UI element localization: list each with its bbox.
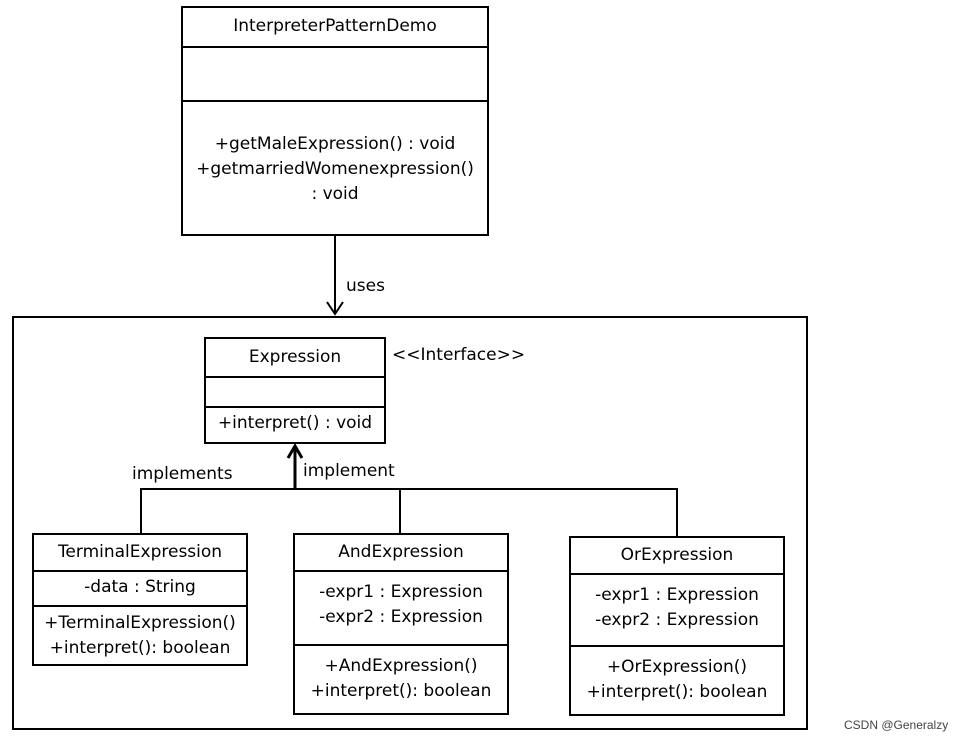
watermark: CSDN @Generalzy	[844, 718, 949, 732]
method-line: +TerminalExpression()	[44, 613, 236, 633]
method-line: +interpret(): boolean	[49, 638, 231, 658]
class-name-section: InterpreterPatternDemo	[183, 8, 487, 46]
class-interpreter-pattern-demo: InterpreterPatternDemo +getMaleExpressio…	[181, 6, 489, 236]
class-name-section: AndExpression	[295, 535, 507, 570]
attributes-section: -expr1 : Expression -expr2 : Expression	[295, 570, 507, 644]
method-line: +interpret() : void	[217, 413, 373, 433]
method-line: +getmarriedWomenexpression()	[196, 159, 474, 179]
method-line: +OrExpression()	[606, 657, 748, 677]
method-line: : void	[311, 184, 359, 204]
attribute-line: -data : String	[84, 577, 196, 597]
implements-label: implements	[132, 464, 233, 484]
attribute-line: -expr1 : Expression	[595, 585, 759, 605]
attributes-section: -data : String	[34, 570, 246, 605]
class-name-section: Expression	[206, 339, 384, 376]
class-name: OrExpression	[620, 545, 734, 565]
attributes-section: -expr1 : Expression -expr2 : Expression	[571, 573, 783, 645]
attributes-section	[206, 376, 384, 406]
class-and-expression: AndExpression -expr1 : Expression -expr2…	[293, 533, 509, 715]
attribute-line: -expr2 : Expression	[595, 610, 759, 630]
uses-arrow	[326, 236, 344, 316]
class-or-expression: OrExpression -expr1 : Expression -expr2 …	[569, 536, 785, 716]
class-expression: Expression +interpret() : void	[204, 337, 386, 444]
attribute-line: -expr2 : Expression	[319, 607, 483, 627]
class-name: AndExpression	[338, 542, 464, 562]
class-terminal-expression: TerminalExpression -data : String +Termi…	[32, 533, 248, 666]
method-line: +interpret(): boolean	[310, 681, 492, 701]
class-name-section: TerminalExpression	[34, 535, 246, 570]
connector-arrowhead	[286, 443, 304, 459]
package-boundary	[12, 316, 808, 730]
methods-section: +AndExpression() +interpret(): boolean	[295, 644, 507, 704]
uses-label: uses	[346, 276, 385, 296]
method-line: +getMaleExpression() : void	[214, 134, 456, 154]
class-name: InterpreterPatternDemo	[233, 16, 437, 36]
methods-section: +OrExpression() +interpret(): boolean	[571, 645, 783, 705]
methods-section: +getMaleExpression() : void +getmarriedW…	[183, 100, 487, 207]
method-line: +AndExpression()	[324, 656, 478, 676]
class-name: Expression	[248, 347, 342, 367]
method-line: +interpret(): boolean	[586, 682, 768, 702]
class-name-section: OrExpression	[571, 538, 783, 573]
class-name: TerminalExpression	[57, 542, 223, 562]
implement-label: implement	[303, 461, 395, 481]
attribute-line: -expr1 : Expression	[319, 582, 483, 602]
interface-stereotype: <<Interface>>	[392, 345, 526, 365]
methods-section: +interpret() : void	[206, 406, 384, 436]
methods-section: +TerminalExpression() +interpret(): bool…	[34, 605, 246, 661]
attributes-section	[183, 46, 487, 100]
